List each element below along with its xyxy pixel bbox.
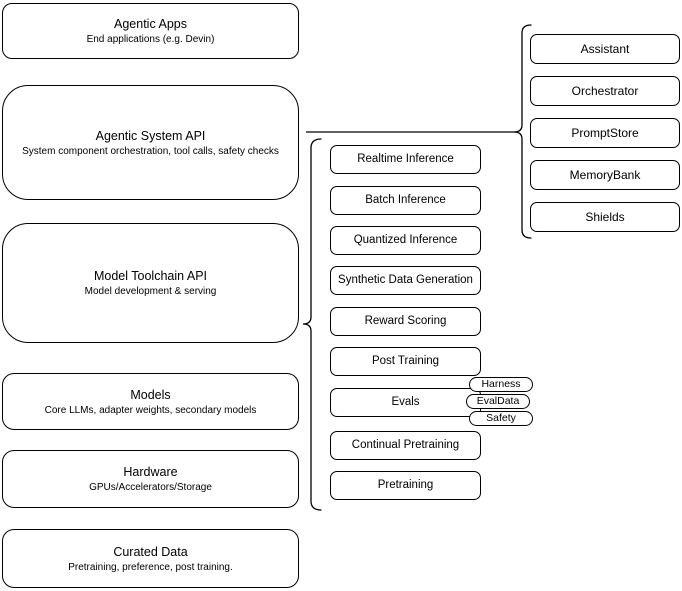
- layer-subtitle: System component orchestration, tool cal…: [22, 145, 279, 157]
- eval-tag-evaldata: EvalData: [466, 394, 530, 409]
- toolchain-item-post-training: Post Training: [330, 347, 481, 376]
- toolchain-item-batch-inference: Batch Inference: [330, 186, 481, 215]
- layer-hardware: Hardware GPUs/Accelerators/Storage: [2, 450, 299, 508]
- toolchain-curly-brace: [302, 138, 322, 511]
- layer-title: Agentic System API: [95, 128, 206, 143]
- layer-subtitle: Model development & serving: [84, 286, 217, 297]
- layer-subtitle: GPUs/Accelerators/Storage: [89, 482, 212, 493]
- layer-subtitle: Pretraining, preference, post training.: [68, 561, 233, 573]
- layer-subtitle: Core LLMs, adapter weights, secondary mo…: [44, 404, 257, 416]
- toolchain-item-reward-scoring: Reward Scoring: [330, 307, 481, 336]
- layer-title: Hardware: [123, 465, 178, 479]
- system-components-curly-brace: [513, 24, 532, 239]
- layer-title: Curated Data: [113, 544, 188, 559]
- layer-title: Agentic Apps: [114, 17, 187, 31]
- toolchain-item-quantized-inference: Quantized Inference: [330, 226, 481, 255]
- toolchain-item-pretraining: Pretraining: [330, 471, 481, 500]
- toolchain-item-realtime-inference: Realtime Inference: [330, 145, 481, 174]
- system-component-orchestrator: Orchestrator: [530, 76, 680, 106]
- layer-title: Models: [130, 387, 171, 402]
- layer-subtitle: End applications (e.g. Devin): [86, 34, 215, 45]
- layer-model-toolchain-api: Model Toolchain API Model development & …: [2, 223, 299, 343]
- layer-agentic-system-api: Agentic System API System component orch…: [2, 85, 299, 200]
- system-component-shields: Shields: [530, 202, 680, 232]
- toolchain-item-synthetic-data-generation: Synthetic Data Generation: [330, 266, 481, 295]
- layer-models: Models Core LLMs, adapter weights, secon…: [2, 373, 299, 430]
- toolchain-item-continual-pretraining: Continual Pretraining: [330, 431, 481, 460]
- eval-tag-safety: Safety: [469, 411, 533, 426]
- layer-title: Model Toolchain API: [93, 269, 208, 283]
- system-component-assistant: Assistant: [530, 34, 680, 64]
- layer-curated-data: Curated Data Pretraining, preference, po…: [2, 529, 299, 588]
- system-component-memorybank: MemoryBank: [530, 160, 680, 190]
- system-component-promptstore: PromptStore: [530, 118, 680, 148]
- toolchain-item-evals: Evals: [330, 388, 481, 417]
- layer-agentic-apps: Agentic Apps End applications (e.g. Devi…: [2, 3, 299, 59]
- eval-tag-harness: Harness: [469, 377, 533, 392]
